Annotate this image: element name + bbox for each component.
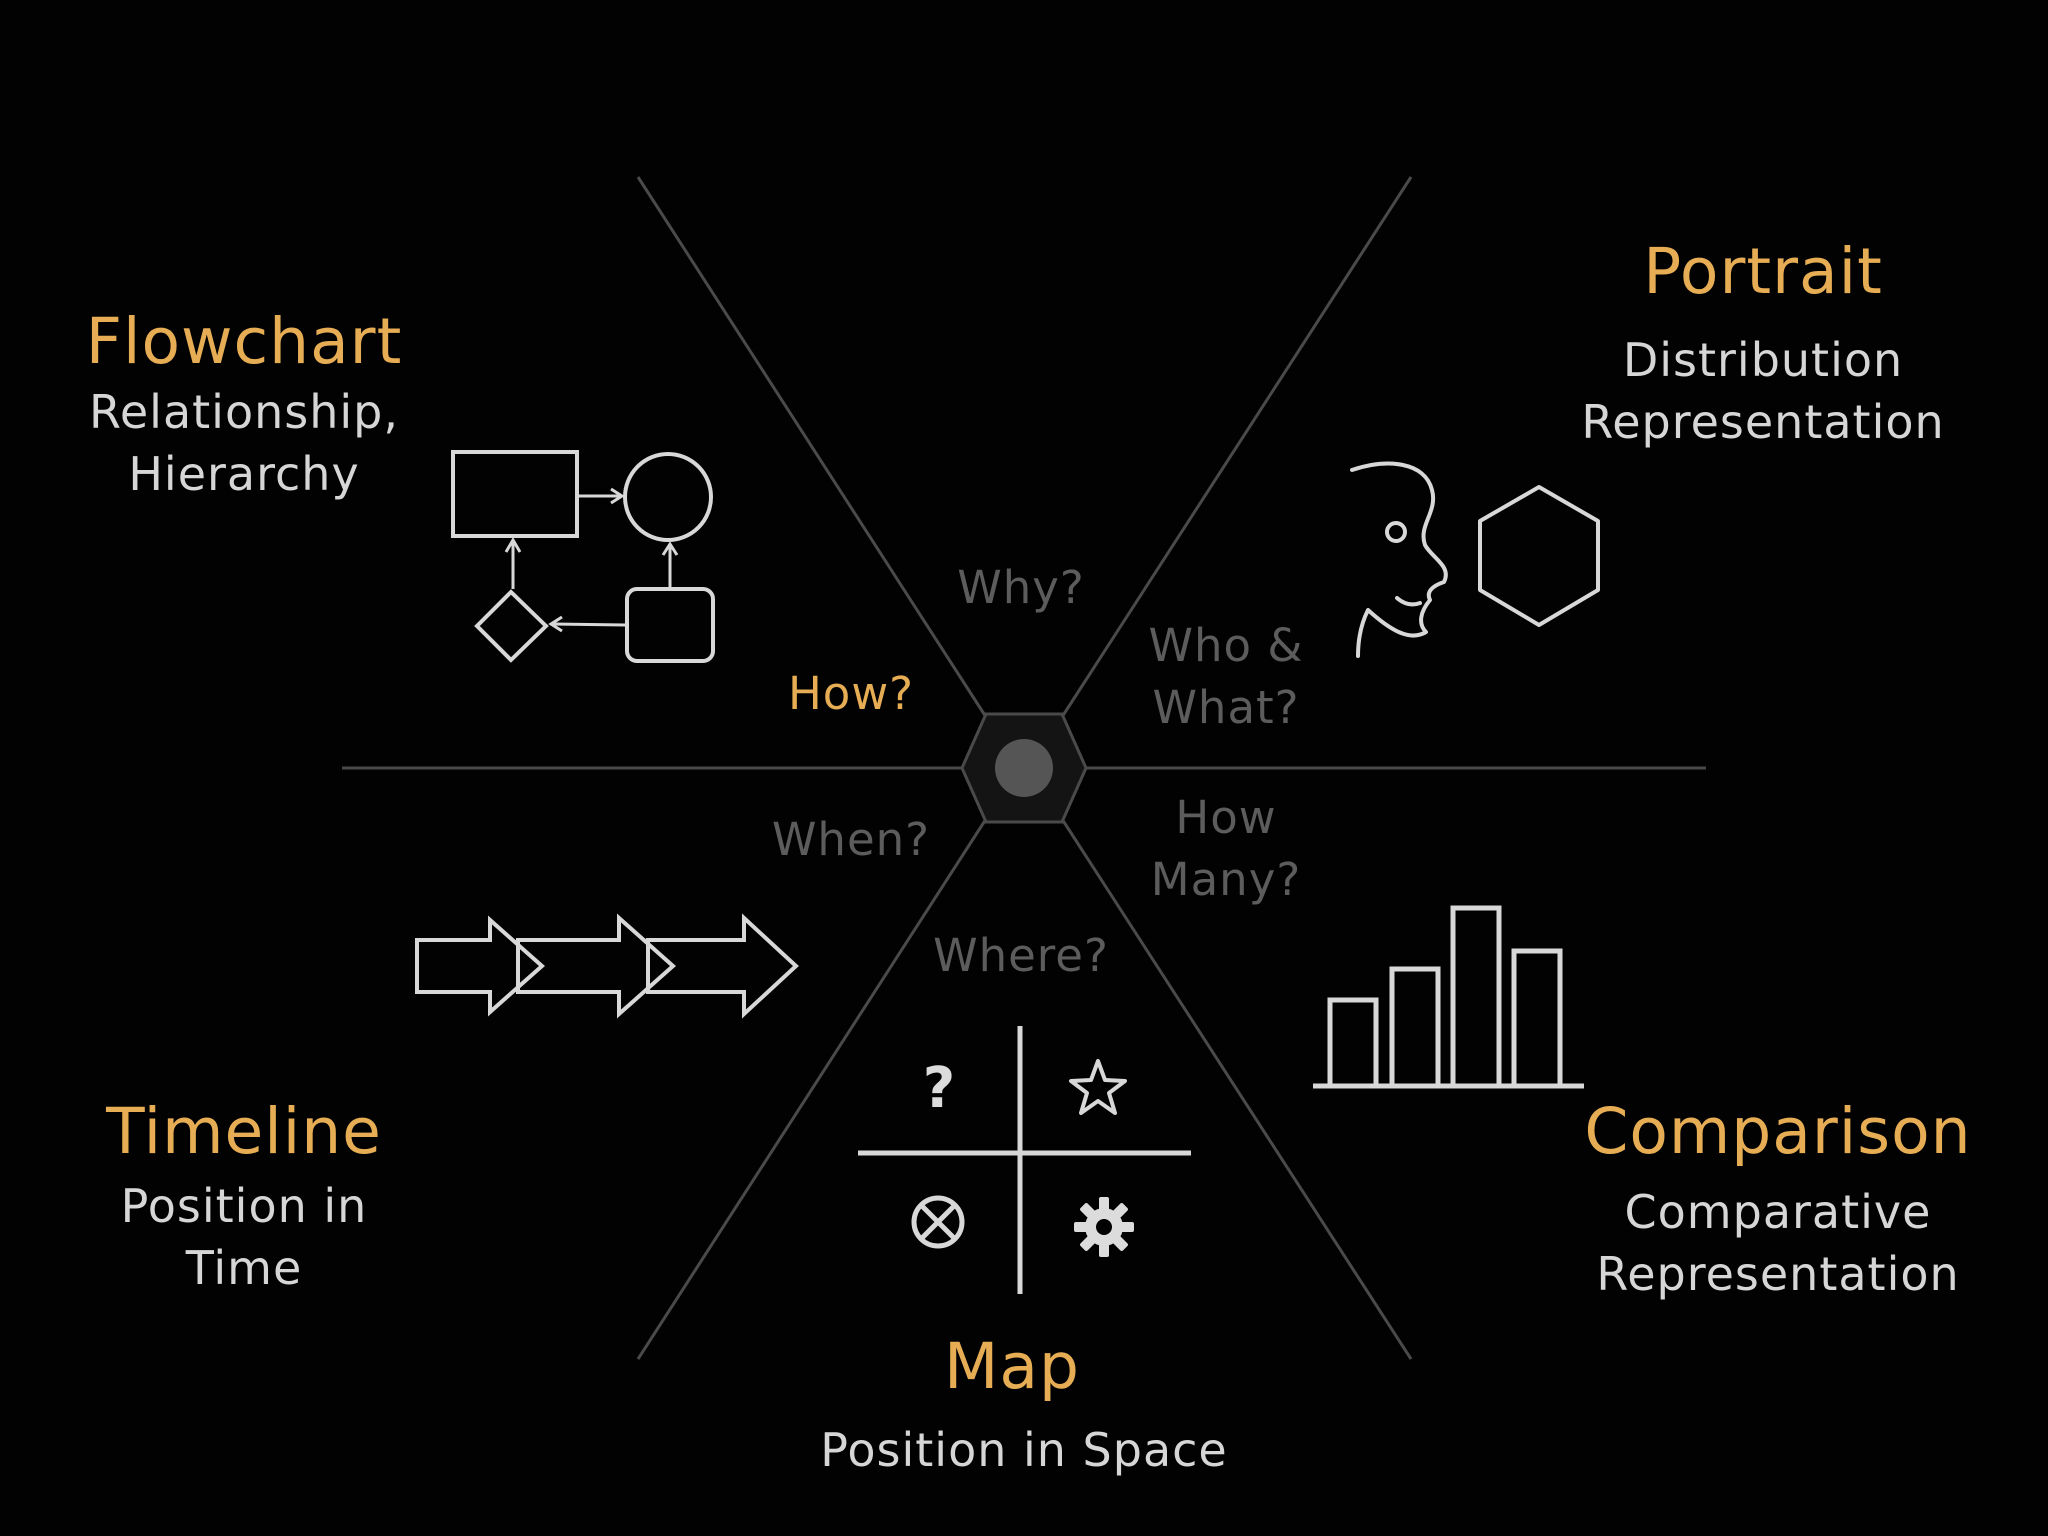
question-who-what-line-1: Who & [1148, 619, 1304, 672]
comparison-title: Comparison [1584, 1095, 1972, 1168]
portrait-title: Portrait [1643, 235, 1883, 308]
flowchart-rectangle-node [451, 450, 579, 538]
face-mouth-icon [1395, 596, 1422, 607]
question-where: Where? [933, 929, 1109, 982]
face-eye-icon [1385, 521, 1407, 543]
hexagon-icon [1478, 485, 1600, 627]
spokes [342, 176, 1706, 1360]
timeline-subtitle-line-2: Time [185, 1241, 303, 1295]
question-icon: ? [922, 1056, 956, 1121]
flowchart-diamond-node [474, 589, 549, 663]
map-icon [858, 1026, 1191, 1294]
portrait-subtitle-line-2: Representation [1581, 395, 1945, 449]
bar-chart-bar-1 [1327, 997, 1379, 1089]
timeline-arrow-1 [415, 915, 546, 1017]
timeline-arrow-3 [646, 913, 799, 1019]
map-title: Map [944, 1330, 1080, 1403]
question-how-many-line-1: How [1175, 791, 1277, 844]
timeline-arrows-icon [415, 913, 799, 1019]
timeline-title: Timeline [106, 1095, 382, 1168]
question-how-many-line-2: Many? [1150, 853, 1302, 906]
flowchart-icon [451, 450, 715, 663]
portrait-subtitle-line-1: Distribution [1622, 333, 1904, 387]
star-icon [1069, 1059, 1127, 1115]
flowchart-subtitle-line-2: Hierarchy [128, 447, 360, 501]
question-when: When? [771, 813, 931, 866]
face-profile-icon [1350, 461, 1448, 658]
question-how: How? [787, 667, 915, 720]
flowchart-subtitle-line-1: Relationship, [88, 385, 399, 439]
center-dot [995, 739, 1053, 797]
bar-chart-bar-4 [1511, 948, 1563, 1089]
portrait-icon [1350, 461, 1600, 658]
bar-chart-icon [1313, 905, 1584, 1089]
gear-icon [1074, 1197, 1134, 1257]
spoke-lower-right [1060, 818, 1413, 1360]
cross-circle-icon [911, 1195, 965, 1249]
spoke-upper-right [1060, 176, 1413, 718]
bar-chart-bar-3 [1450, 905, 1502, 1089]
spoke-lower-left [636, 818, 988, 1360]
spoke-upper-left [636, 176, 988, 718]
timeline-subtitle-line-1: Position in [120, 1179, 368, 1233]
flowchart-rounded-node [625, 587, 715, 663]
comparison-subtitle-line-1: Comparative [1624, 1185, 1932, 1239]
bar-chart-bar-2 [1389, 966, 1441, 1089]
flowchart-circle-node [623, 452, 713, 542]
comparison-subtitle-line-2: Representation [1596, 1247, 1960, 1301]
flowchart-title: Flowchart [85, 305, 403, 378]
question-who-what-line-2: What? [1152, 681, 1300, 734]
map-subtitle: Position in Space [820, 1423, 1228, 1477]
question-why: Why? [957, 561, 1085, 614]
flowchart-arrows [504, 487, 679, 633]
